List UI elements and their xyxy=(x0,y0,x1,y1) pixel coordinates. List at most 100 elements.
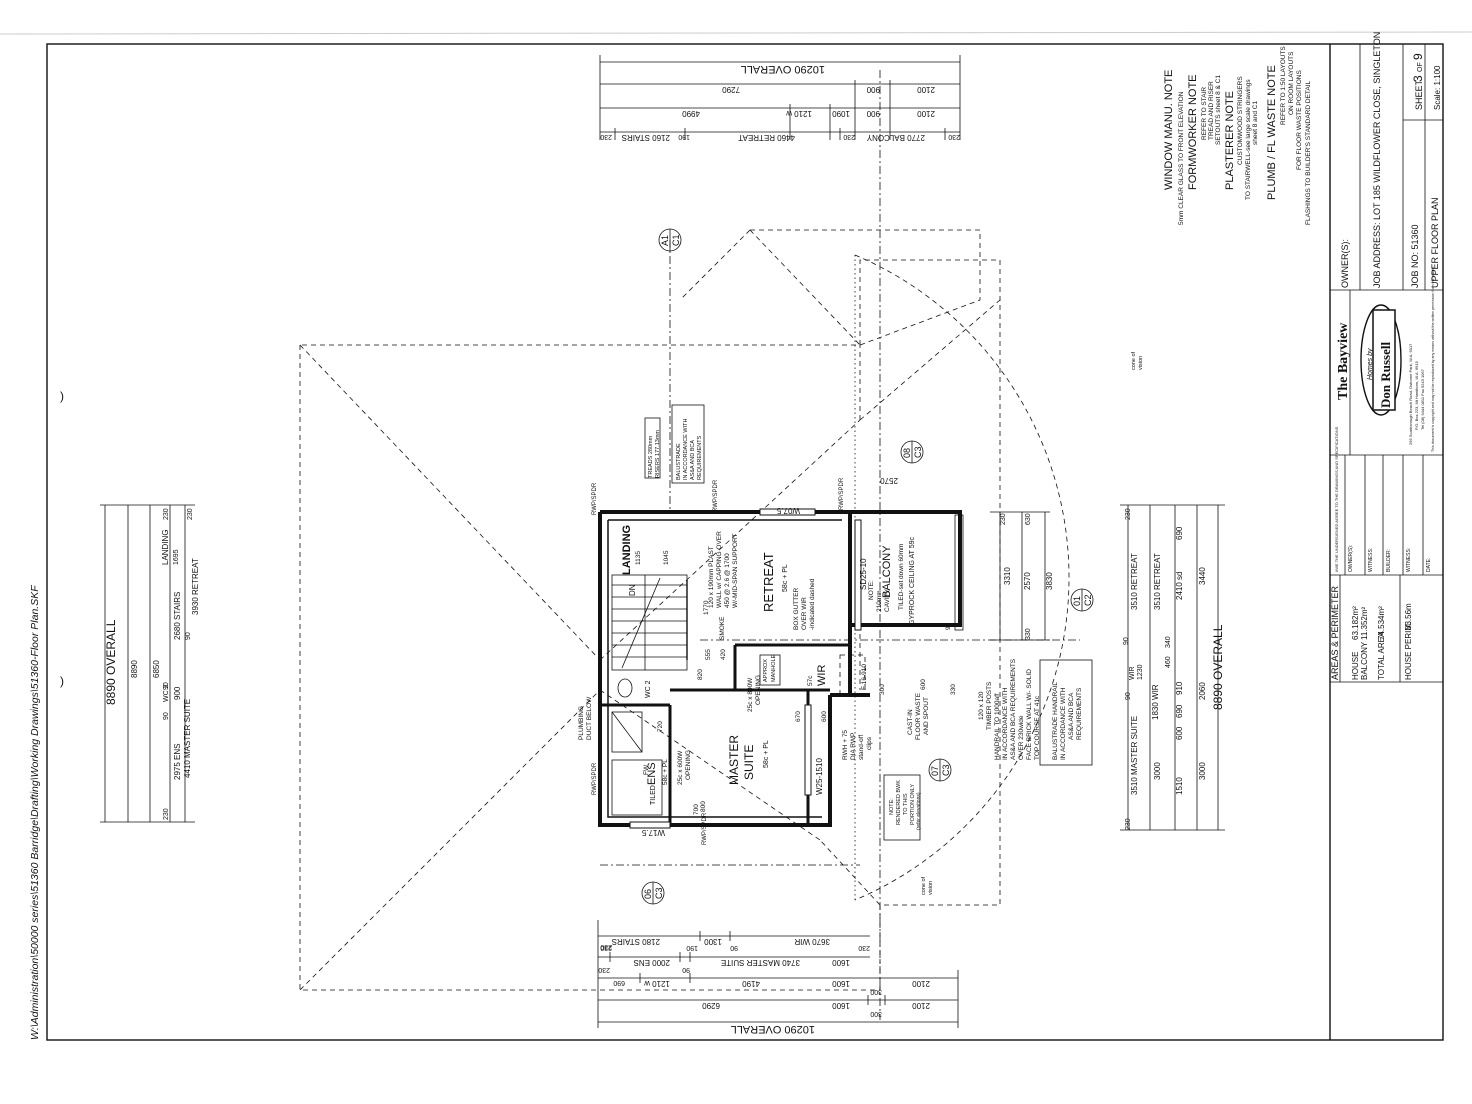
svg-text:vision: vision xyxy=(928,881,934,895)
room-retreat: RETREAT xyxy=(761,552,776,612)
svg-text:P.O. Box 223, Mt Hawthorn, W.A: P.O. Box 223, Mt Hawthorn, W.A. 6915 xyxy=(1414,360,1419,430)
svg-text:190: 190 xyxy=(686,944,698,951)
label-dn: DN xyxy=(628,584,637,596)
bottom-dimensions: 10290 OVERALL 300 1600 2100 6290 300 160… xyxy=(597,920,959,1035)
svg-text:HOUSE: HOUSE xyxy=(1351,652,1360,680)
room-master: MASTER xyxy=(727,735,741,785)
svg-text:630: 630 xyxy=(1025,513,1032,525)
svg-text:CAST-IN: CAST-IN xyxy=(907,709,914,735)
section-marker-06: 06 C3 xyxy=(641,881,665,905)
svg-text:1210 w: 1210 w xyxy=(644,979,670,988)
left-dimensions: 8890 OVERALL 8890 6850 230 4410 MASTER S… xyxy=(100,504,200,823)
formworker-note-title: FORMWORKER NOTE xyxy=(1187,75,1199,191)
svg-text:TREADS 280mm: TREADS 280mm xyxy=(648,435,654,478)
label-fw: FW xyxy=(643,764,650,775)
section-marker-a1: A1 C1 xyxy=(658,228,682,252)
svg-text:AND SPOUT: AND SPOUT xyxy=(923,697,930,735)
svg-text:WC 2: WC 2 xyxy=(163,684,170,702)
svg-text:11.352m²: 11.352m² xyxy=(1360,606,1369,640)
svg-text:Tel (08) 9444 0811 Fax 9243 10: Tel (08) 9444 0811 Fax 9243 1067 xyxy=(1420,368,1425,430)
svg-text:33.56m: 33.56m xyxy=(1404,603,1413,630)
bottom-overall: 10290 OVERALL xyxy=(731,1023,815,1035)
svg-text:REFER TO 1:50 LAYOUTS: REFER TO 1:50 LAYOUTS xyxy=(1280,46,1287,125)
right-dimensions: 8890 OVERALL 3000 2060 3440 3000 1510 60… xyxy=(1120,504,1225,831)
svg-text:stand-off: stand-off xyxy=(858,735,865,760)
window-note-text: 5mm CLEAR GLASS TO FRONT ELEVATION xyxy=(1178,91,1185,225)
svg-text:6290: 6290 xyxy=(702,1001,720,1010)
svg-text:1300: 1300 xyxy=(704,937,722,946)
scan-edge xyxy=(0,31,1472,35)
svg-text:AS&A AND BCA REQUIREMENTS: AS&A AND BCA REQUIREMENTS xyxy=(1010,658,1017,760)
svg-text:WALL w/ CAPPING OVER: WALL w/ CAPPING OVER xyxy=(716,531,723,608)
svg-text:910: 910 xyxy=(1175,681,1184,695)
svg-text:W/-MID-SPAN SUPPORT: W/-MID-SPAN SUPPORT xyxy=(732,533,739,608)
center-lines xyxy=(600,70,1080,1020)
left-overall: 8890 OVERALL xyxy=(104,619,118,705)
svg-text:AS&A AND BCA: AS&A AND BCA xyxy=(690,440,696,480)
svg-text:DIA RWP: DIA RWP xyxy=(850,733,857,760)
svg-text:SHEET: SHEET xyxy=(1414,79,1424,110)
door-sd25: SD25-10 xyxy=(859,558,868,590)
svg-text:600: 600 xyxy=(1175,726,1184,740)
svg-text:450 @ 2.6 @ 1700: 450 @ 2.6 @ 1700 xyxy=(724,553,731,608)
svg-text:3740 MASTER SUITE: 3740 MASTER SUITE xyxy=(721,958,800,967)
cone-of-vision-arc xyxy=(854,254,1070,901)
svg-text:OVER WIR: OVER WIR xyxy=(801,597,808,630)
svg-text:SETOUTS sheet 8 & C1: SETOUTS sheet 8 & C1 xyxy=(1215,75,1222,145)
svg-text:1510: 1510 xyxy=(1175,777,1184,795)
svg-text:06: 06 xyxy=(643,889,653,899)
svg-text:1045: 1045 xyxy=(663,550,670,565)
svg-text:2100: 2100 xyxy=(917,85,935,94)
master-floor: 58c + PL xyxy=(763,740,770,768)
svg-text:BALUSTRADE HANDRAIL: BALUSTRADE HANDRAIL xyxy=(1052,682,1059,760)
svg-text:vision: vision xyxy=(1138,356,1144,370)
svg-text:ON ROOM LAYOUTS: ON ROOM LAYOUTS xyxy=(1288,51,1295,115)
svg-text:120 x 190mm PLAST: 120 x 190mm PLAST xyxy=(708,546,715,608)
balcony-ceiling: GYPROCK CEILING AT 59c xyxy=(909,536,916,625)
svg-text:230: 230 xyxy=(1125,508,1132,520)
svg-text:Don Russell: Don Russell xyxy=(1378,342,1393,408)
svg-text:1600: 1600 xyxy=(832,1001,850,1010)
balcony-dimensions: 230 630 3310 2570 3830 330 2570 xyxy=(880,476,1054,641)
svg-text:RWP/SPDR: RWP/SPDR xyxy=(713,479,719,512)
svg-text:1090: 1090 xyxy=(832,109,850,118)
svg-text:1695: 1695 xyxy=(173,549,180,565)
svg-text:C1: C1 xyxy=(671,234,681,246)
svg-text:OPENING: OPENING xyxy=(685,750,692,780)
sheet-number: SHEET 3 OF 9 xyxy=(1411,53,1425,110)
svg-text:FLASHINGS TO BUILDER'S STANDAR: FLASHINGS TO BUILDER'S STANDARD DETAIL xyxy=(1305,80,1312,225)
owner-label: OWNER(S): xyxy=(1340,239,1350,288)
svg-text:3310: 3310 xyxy=(1003,567,1012,585)
svg-text:120 x 120: 120 x 120 xyxy=(978,691,985,720)
ensuite-fixtures xyxy=(611,678,663,816)
scan-mark: ) xyxy=(60,674,64,688)
svg-text:07: 07 xyxy=(930,766,940,776)
window-note-title: WINDOW MANU. NOTE xyxy=(1163,70,1175,190)
svg-text:2160 STAIRS: 2160 STAIRS xyxy=(622,133,670,142)
svg-text:90: 90 xyxy=(1125,692,1132,700)
svg-text:2100: 2100 xyxy=(917,109,935,118)
svg-text:cone of: cone of xyxy=(921,876,927,895)
svg-text:BALUSTRADE: BALUSTRADE xyxy=(676,443,682,480)
job-no: JOB NO: 51360 xyxy=(1410,224,1420,288)
svg-text:300: 300 xyxy=(870,988,882,995)
svg-text:3830: 3830 xyxy=(1045,572,1054,590)
svg-text:-indicated dashed: -indicated dashed xyxy=(809,578,816,630)
svg-text:SMOKE: SMOKE xyxy=(719,616,726,640)
svg-text:90: 90 xyxy=(163,682,170,690)
svg-text:230: 230 xyxy=(163,808,170,820)
logo-bayview: The Bayview xyxy=(1336,322,1351,400)
svg-text:RWP/SPDR: RWP/SPDR xyxy=(839,477,845,510)
svg-text:WITNESS:: WITNESS: xyxy=(1368,548,1374,572)
svg-text:3510 RETREAT: 3510 RETREAT xyxy=(1153,553,1162,610)
svg-text:3440: 3440 xyxy=(1198,567,1207,585)
areas-title: AREAS & PERIMETER xyxy=(1330,585,1340,680)
stairs xyxy=(611,574,688,671)
svg-text:2000 ENS: 2000 ENS xyxy=(634,958,670,967)
svg-text:90: 90 xyxy=(1123,637,1130,645)
svg-text:230: 230 xyxy=(163,508,170,520)
svg-text:CAVITY: CAVITY xyxy=(884,588,891,612)
svg-text:25c x 800W: 25c x 800W xyxy=(747,677,754,712)
svg-text:RWP/SPDR: RWP/SPDR xyxy=(702,812,708,845)
sheet-border xyxy=(46,43,1444,1041)
